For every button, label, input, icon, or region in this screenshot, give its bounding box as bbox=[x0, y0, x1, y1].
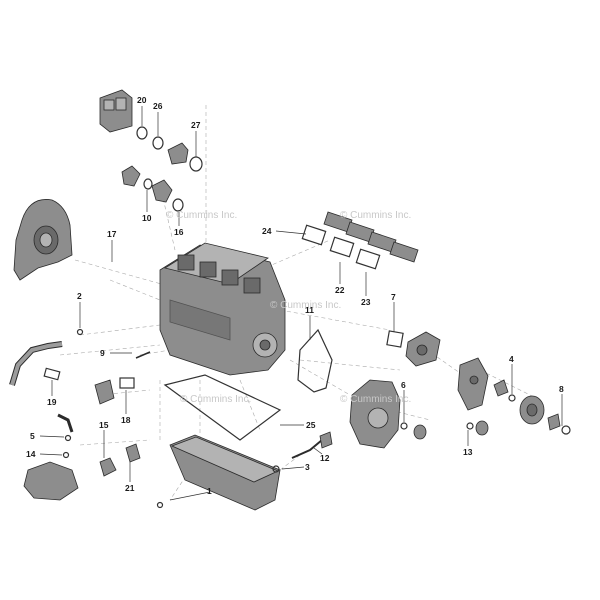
adapter-27 bbox=[167, 142, 203, 172]
watermark: © Cummins Inc. bbox=[270, 300, 341, 311]
accessory-bracket bbox=[457, 357, 516, 411]
callout-15: 15 bbox=[99, 420, 109, 430]
callout-25: 25 bbox=[306, 420, 316, 430]
callout-21: 21 bbox=[125, 483, 135, 493]
leader-lines bbox=[39, 106, 563, 501]
callout-5: 5 bbox=[30, 431, 35, 441]
callout-12: 12 bbox=[320, 453, 330, 463]
callout-27: 27 bbox=[191, 120, 201, 130]
engine-block bbox=[159, 242, 286, 376]
callout-26: 26 bbox=[153, 101, 163, 111]
callout-23: 23 bbox=[361, 297, 371, 307]
callout-2: 2 bbox=[77, 291, 82, 301]
callout-10: 10 bbox=[142, 213, 152, 223]
water-pump bbox=[386, 330, 441, 367]
fuel-pump bbox=[99, 89, 133, 133]
callout-18: 18 bbox=[121, 415, 131, 425]
watermark: © Cummins Inc. bbox=[166, 210, 237, 221]
small-parts-left bbox=[23, 328, 151, 501]
callout-8: 8 bbox=[559, 384, 564, 394]
callout-9: 9 bbox=[100, 348, 105, 358]
vibration-damper bbox=[519, 395, 571, 435]
bracket-10 bbox=[121, 165, 184, 212]
front-gear-cover bbox=[349, 379, 427, 449]
callout-7: 7 bbox=[391, 292, 396, 302]
watermark: © Cummins Inc. bbox=[180, 394, 251, 405]
callout-20: 20 bbox=[137, 95, 147, 105]
watermark: © Cummins Inc. bbox=[340, 394, 411, 405]
callout-11: 11 bbox=[305, 305, 314, 315]
callout-13: 13 bbox=[463, 447, 473, 457]
seal-13 bbox=[466, 420, 489, 436]
callout-6: 6 bbox=[401, 380, 406, 390]
callout-16: 16 bbox=[174, 227, 184, 237]
callout-4: 4 bbox=[509, 354, 514, 364]
callout-3: 3 bbox=[305, 462, 310, 472]
callout-19: 19 bbox=[47, 397, 57, 407]
callouts: 20 26 27 10 16 17 2 9 19 18 15 5 14 21 1… bbox=[26, 95, 564, 496]
flywheel-housing bbox=[13, 199, 73, 281]
callout-24: 24 bbox=[262, 226, 272, 236]
callout-17: 17 bbox=[107, 229, 117, 239]
intake-manifold-covers bbox=[323, 211, 419, 263]
front-cover-gasket bbox=[297, 328, 333, 393]
oil-fill-tube bbox=[9, 341, 63, 386]
gasket-26 bbox=[136, 126, 164, 150]
callout-22: 22 bbox=[335, 285, 345, 295]
watermarks: © Cummins Inc. © Cummins Inc. © Cummins … bbox=[166, 210, 411, 405]
dipstick-tube bbox=[272, 431, 333, 473]
watermark: © Cummins Inc. bbox=[340, 210, 411, 221]
callout-1: 1 bbox=[207, 486, 212, 496]
manifold-gaskets bbox=[301, 224, 381, 270]
oil-pan bbox=[156, 434, 281, 511]
callout-14: 14 bbox=[26, 449, 36, 459]
oil-pan-gasket bbox=[163, 374, 282, 441]
